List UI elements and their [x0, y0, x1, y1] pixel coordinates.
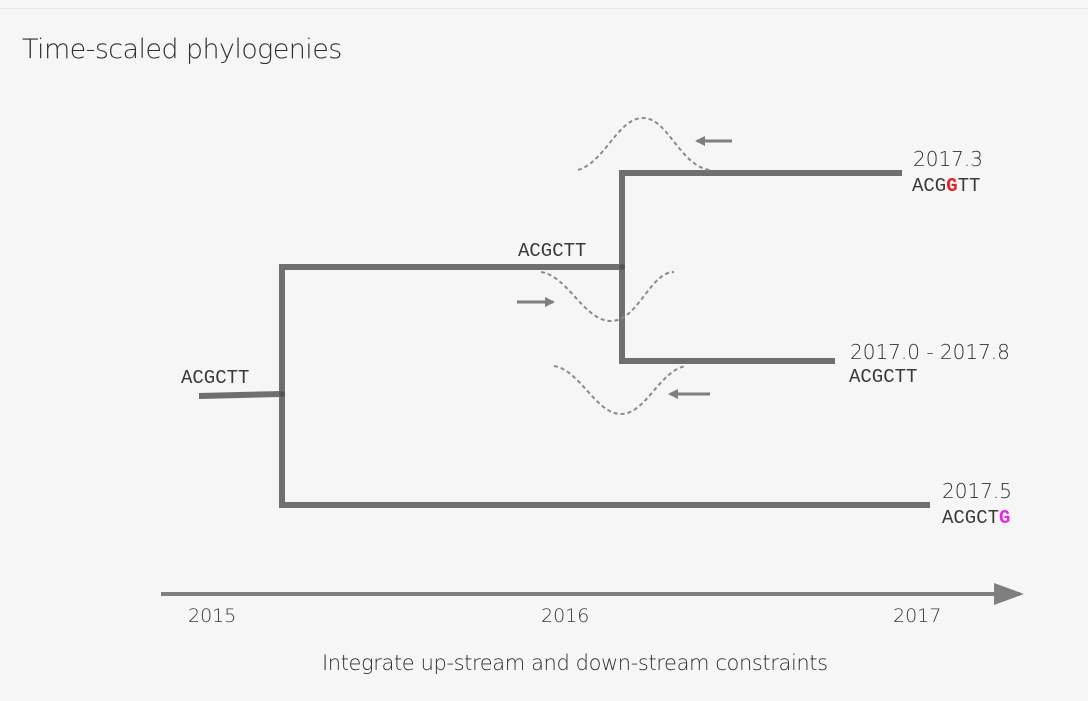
axis-tick-2017: 2017 [893, 605, 941, 627]
slide-caption: Integrate up-stream and down-stream cons… [322, 651, 828, 675]
tip-2-seq-prefix: ACGCTT [849, 366, 917, 388]
tip-1-seq-prefix: ACG [912, 175, 946, 197]
inner-sequence-label: ACGCTT [518, 240, 586, 262]
upper-constraint-curve [577, 116, 711, 171]
constraint-arrows [517, 136, 732, 399]
tip-3-sequence: ACGCTG [942, 507, 1010, 529]
tip-2-sequence: ACGCTT [849, 366, 917, 388]
top-divider [0, 8, 1088, 9]
tip-2-date: 2017.0 - 2017.8 [850, 340, 1010, 364]
root-sequence-label: ACGCTT [181, 367, 249, 389]
inner-node [619, 264, 625, 270]
slide-title: Time-scaled phylogenies [22, 34, 342, 65]
tip-3-seq-mutation: G [999, 507, 1010, 529]
root-node [279, 391, 285, 397]
axis-tick-2015: 2015 [188, 605, 236, 627]
constraint-curves [540, 116, 711, 416]
tip-3-date: 2017.5 [942, 479, 1012, 503]
tip-1-sequence: ACGGTT [912, 175, 980, 197]
tree-branches [198, 170, 930, 508]
tip-3-seq-prefix: ACGCT [942, 507, 999, 529]
tip-1-seq-suffix: TT [958, 175, 981, 197]
tip-1-date: 2017.3 [913, 147, 983, 171]
lower-constraint-curve [553, 365, 687, 416]
middle-constraint-curve [540, 271, 675, 323]
axis-tick-2016: 2016 [541, 605, 589, 627]
root-stem [198, 391, 283, 399]
tip-1-seq-mutation: G [946, 175, 957, 197]
